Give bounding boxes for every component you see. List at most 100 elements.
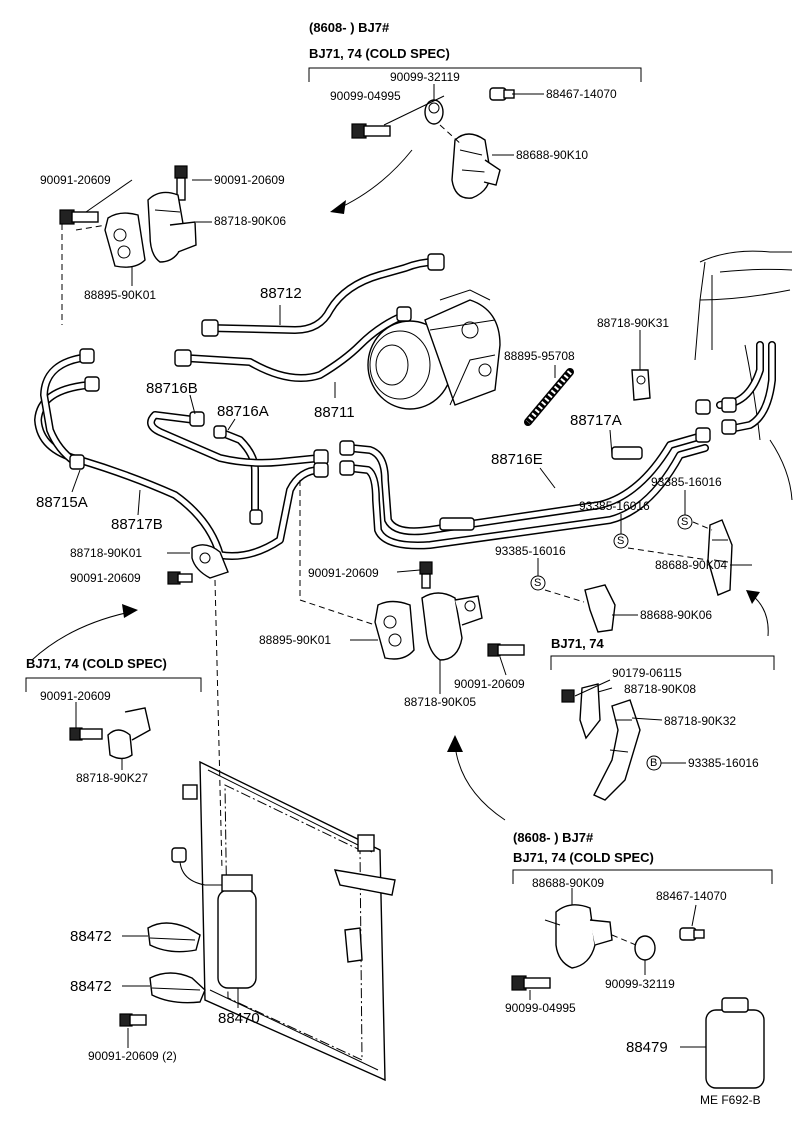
arrow-bottom-mid (447, 735, 506, 821)
part-label-90091-20609-b: 90091-20609 (214, 173, 285, 187)
part-label-88472-b: 88472 (70, 978, 112, 995)
part-label-90091-20609-c: 90091-20609 (70, 571, 141, 585)
part-label-88712: 88712 (260, 285, 302, 302)
part-label-88717B: 88717B (111, 516, 163, 533)
part-label-88470: 88470 (218, 1010, 260, 1027)
footer-code: ME F692-B (700, 1093, 761, 1107)
part-label-90091-20609-f: 90091-20609 (40, 689, 111, 703)
part-label-88718-90K08: 88718-90K08 (624, 682, 697, 696)
cushion-90099-32119-bot (634, 935, 656, 961)
part-label-88717A: 88717A (570, 412, 622, 429)
part-label-90091-20609-d: 90091-20609 (308, 566, 379, 580)
part-label-88716A: 88716A (217, 403, 269, 420)
part-label-90099-04995-bot: 90099-04995 (505, 1001, 576, 1015)
part-label-93385-16016-c: 93385-16016 (495, 544, 566, 558)
part-label-93385-16016-a: 93385-16016 (651, 475, 722, 489)
part-label-88715A: 88715A (36, 494, 88, 511)
group-bracket-bottom (512, 869, 773, 884)
part-label-88895-90K01-top: 88895-90K01 (84, 288, 157, 302)
arrow-right-bracket (746, 590, 769, 637)
part-label-88467-14070-bot: 88467-14070 (656, 889, 727, 903)
top-group-header-line2: BJ71, 74 (COLD SPEC) (309, 46, 450, 61)
clamp-88688-90K10 (451, 133, 501, 199)
plug-88467-14070-bot (679, 927, 705, 941)
part-label-90091-20609-e: 90091-20609 (454, 677, 525, 691)
bolt-90179-06115 (561, 689, 575, 703)
cushion-88895-90K01-mid (374, 600, 415, 660)
part-label-88718-90K06-top: 88718-90K06 (214, 214, 287, 228)
bolt-90091-20609-e (487, 643, 525, 657)
part-label-88716E: 88716E (491, 451, 543, 468)
leader-lines (71, 84, 752, 1048)
arrow-left (31, 604, 138, 661)
part-label-90099-04995-top: 90099-04995 (330, 89, 401, 103)
clamp-88718-90K27 (107, 707, 151, 760)
bolt-90091-20609-d (419, 561, 433, 589)
bolt-90091-20609-c (167, 571, 193, 585)
pipe-88717B (34, 381, 324, 560)
marker-s-a-label: S (681, 516, 689, 528)
top-group-header-line1: (8608- ) BJ7# (309, 20, 390, 35)
pipe-88717A (346, 444, 709, 550)
clamp-88718-90K06-top (147, 191, 197, 263)
pipe-88716B (147, 411, 324, 467)
pipe-88711 (181, 311, 409, 382)
tube-88895-95708 (524, 368, 574, 426)
bolt-90091-20609-b (174, 165, 188, 201)
part-label-90179-06115: 90179-06115 (612, 666, 682, 680)
part-label-88718-90K01: 88718-90K01 (70, 546, 143, 560)
engine-outline (694, 250, 793, 501)
pipe-right-end (716, 341, 776, 432)
bracket-88472-b (149, 972, 206, 1004)
marker-s-b-label: S (617, 535, 625, 547)
cushion-88895-90K01-top (104, 212, 146, 268)
right-group-header: BJ71, 74 (551, 636, 604, 651)
part-label-93385-16016-d: 93385-16016 (688, 756, 759, 770)
clamp-88718-90K05 (421, 592, 483, 661)
part-label-88472-a: 88472 (70, 928, 112, 945)
part-label-88718-90K31: 88718-90K31 (597, 316, 670, 330)
part-label-88688-90K09: 88688-90K09 (532, 876, 605, 890)
part-label-90099-32119-top: 90099-32119 (390, 70, 460, 84)
part-label-88688-90K06: 88688-90K06 (640, 608, 713, 622)
arrow-top (330, 149, 413, 214)
part-label-88718-90K05: 88718-90K05 (404, 695, 477, 709)
left-group-header: BJ71, 74 (COLD SPEC) (26, 656, 167, 671)
part-label-88467-14070-top: 88467-14070 (546, 87, 617, 101)
group-bracket-left (25, 677, 202, 692)
part-label-88895-90K01-mid: 88895-90K01 (259, 633, 332, 647)
plug-88467-14070-top (489, 87, 515, 101)
part-label-88718-90K32: 88718-90K32 (664, 714, 737, 728)
part-label-88688-90K04: 88688-90K04 (655, 558, 728, 572)
clamp-88718-90K01 (191, 544, 229, 579)
pipe-88712 (206, 258, 439, 334)
bolt-90099-04995-bot (511, 975, 551, 991)
bolt-90091-20609-a (59, 209, 99, 225)
part-label-88718-90K27: 88718-90K27 (76, 771, 149, 785)
clip-88718-90K31 (631, 369, 651, 401)
bottle-88479 (705, 997, 765, 1089)
group-bracket-top (308, 67, 642, 82)
compressor (367, 289, 501, 410)
bolt-90091-20609-f (69, 727, 103, 741)
bottom-group-header-line2: BJ71, 74 (COLD SPEC) (513, 850, 654, 865)
part-label-90099-32119-bot: 90099-32119 (605, 977, 675, 991)
clamp-88688-90K06 (584, 584, 616, 633)
group-bracket-right (550, 655, 775, 670)
bolt-90099-04995-top (351, 123, 391, 139)
clamp-88718-90K08 (579, 683, 601, 740)
part-label-88479: 88479 (626, 1039, 668, 1056)
clamp-88688-90K09 (544, 904, 613, 969)
pipe-88716A (216, 428, 259, 519)
part-label-90091-20609-a: 90091-20609 (40, 173, 111, 187)
receiver-88470 (171, 847, 257, 989)
part-label-90091-20609-2: 90091-20609 (2) (88, 1049, 177, 1063)
bracket-88472-a (147, 922, 201, 953)
part-label-88688-90K10: 88688-90K10 (516, 148, 589, 162)
part-label-88716B: 88716B (146, 380, 198, 397)
bottom-group-header-line1: (8608- ) BJ7# (513, 830, 594, 845)
marker-s-c-label: S (534, 577, 542, 589)
bracket-88718-90K32 (593, 699, 641, 801)
condenser (182, 760, 396, 1082)
